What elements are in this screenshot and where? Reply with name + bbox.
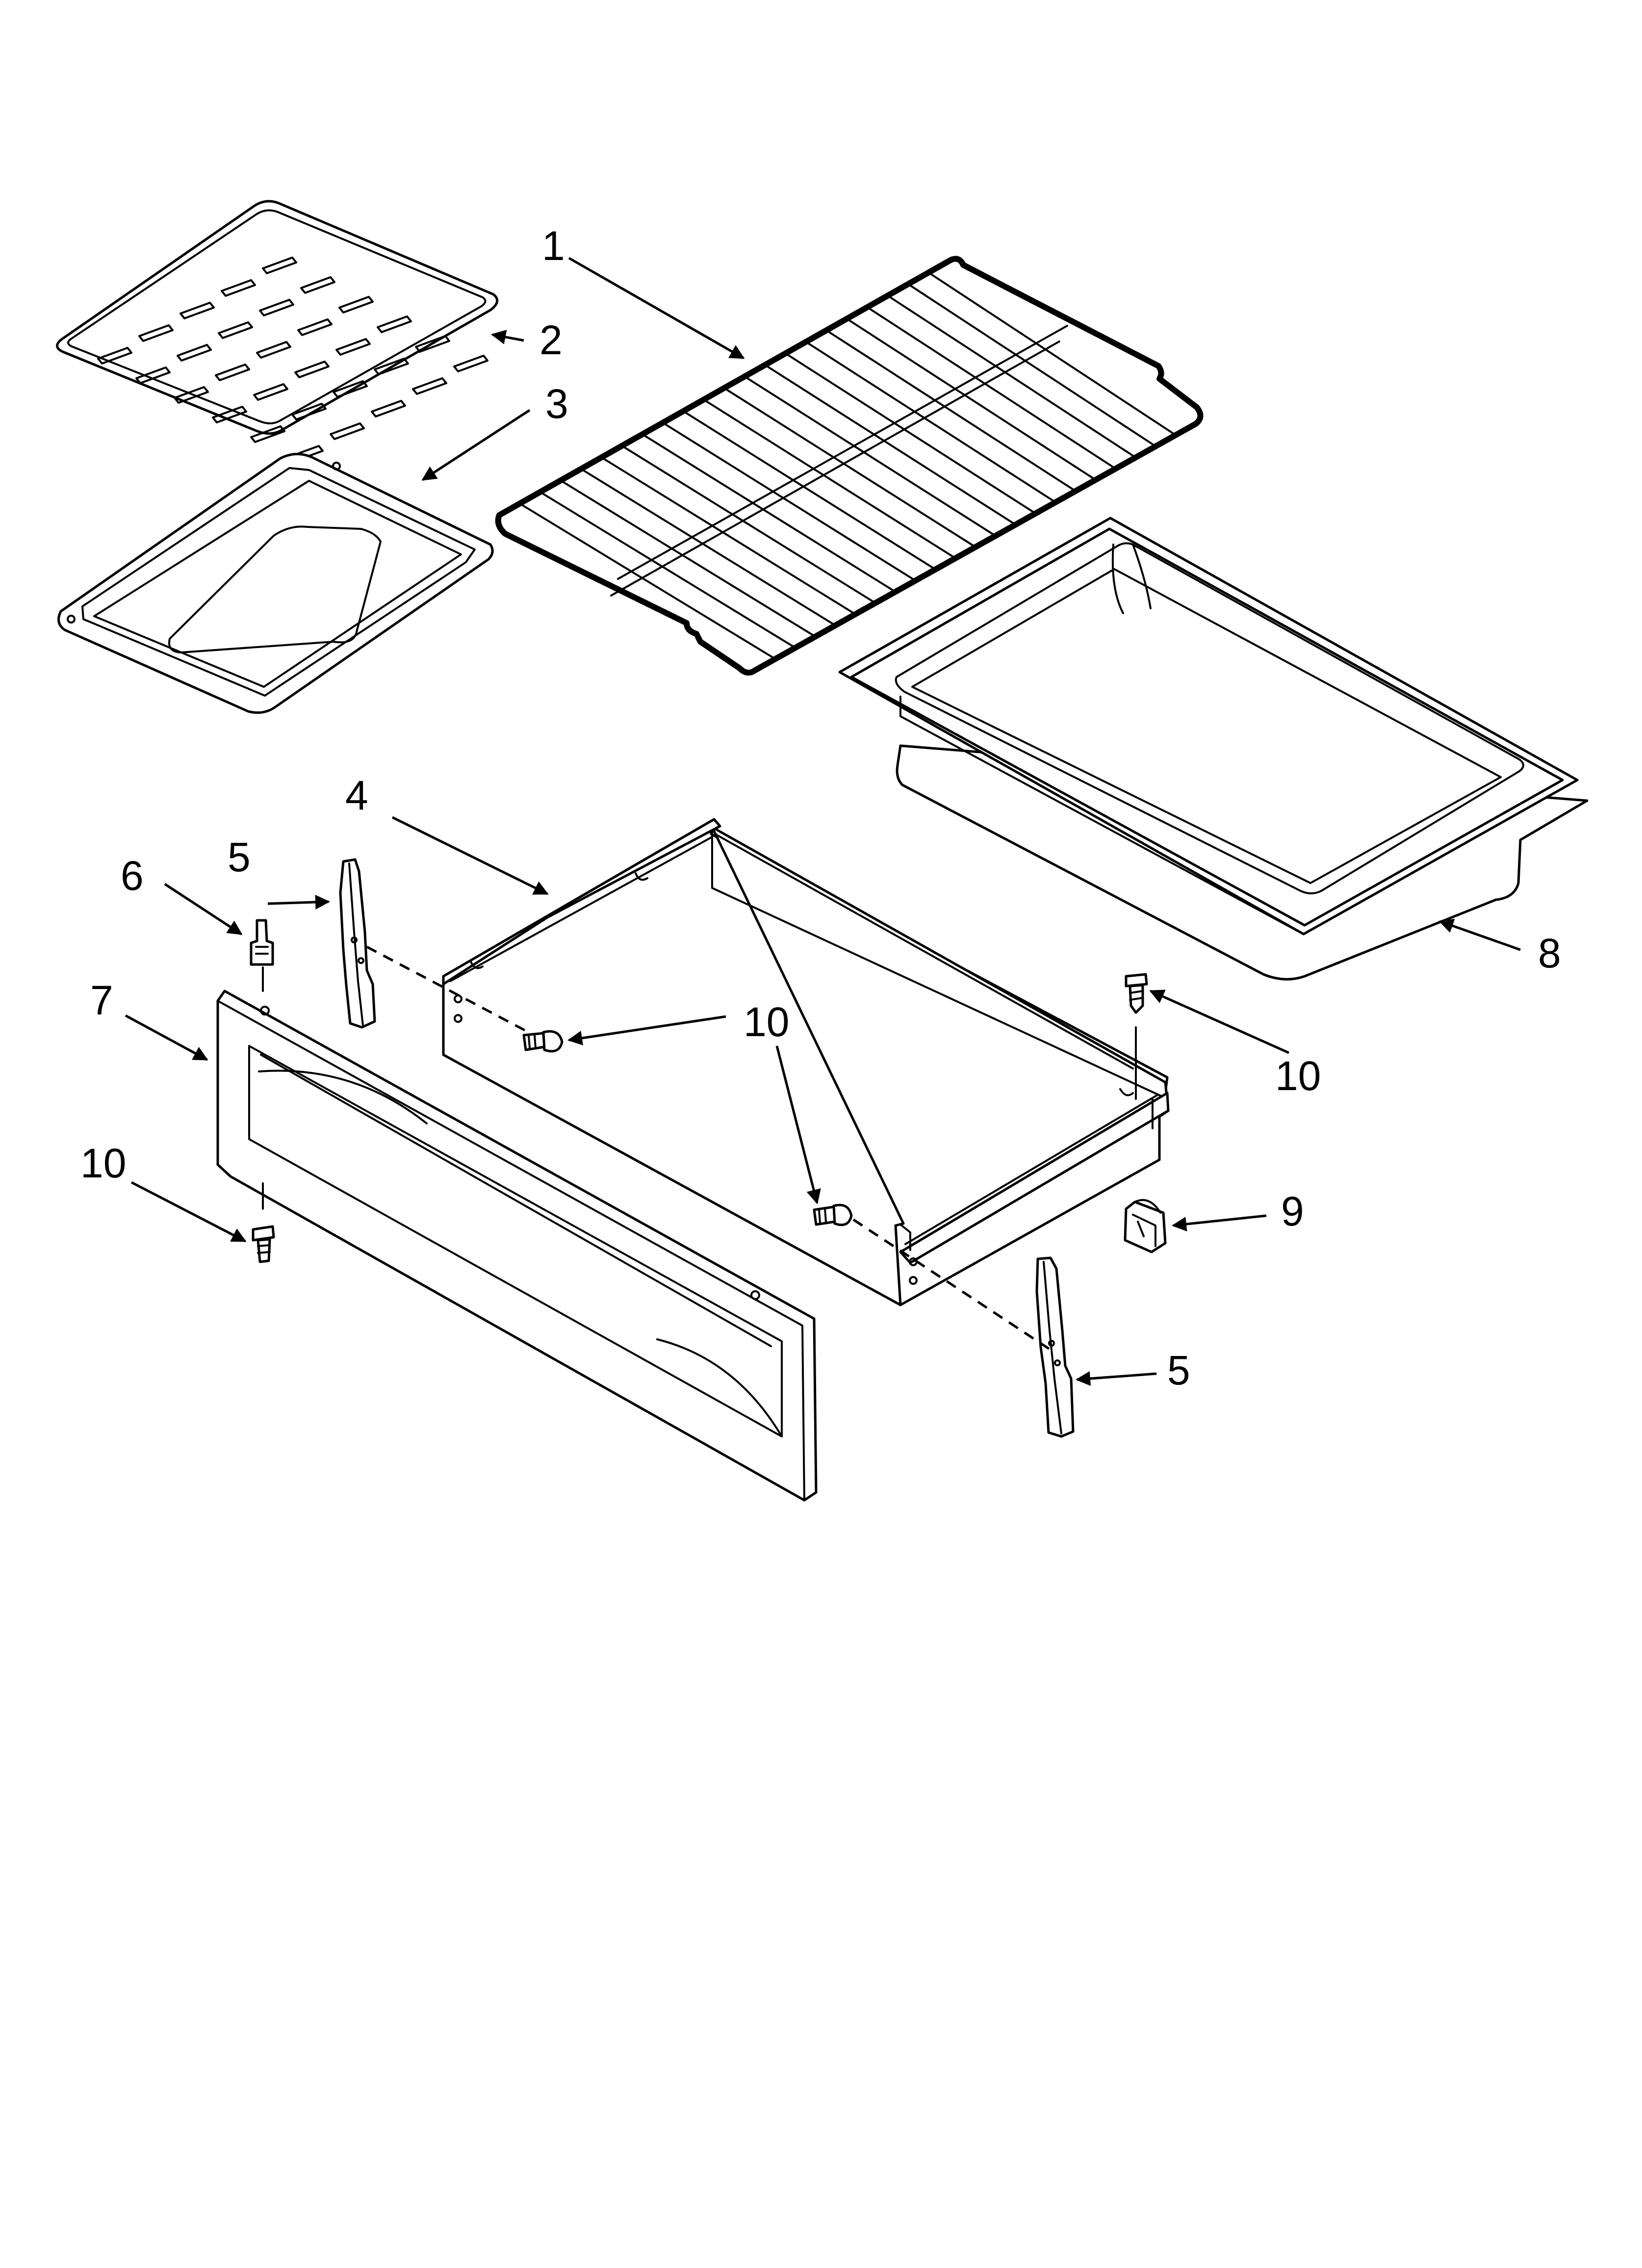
- grid-slot: [177, 344, 212, 362]
- rack-wire: [539, 491, 796, 649]
- rack-wire: [927, 271, 1177, 436]
- rack-wire: [662, 421, 917, 582]
- callout-7: 7: [90, 977, 113, 1023]
- grid-slot: [333, 380, 368, 398]
- rack-wire: [621, 444, 876, 604]
- grid-slot: [330, 422, 365, 440]
- broiler-grid-part: [56, 200, 499, 463]
- grid-slot: [97, 347, 132, 365]
- grid-slot: [294, 361, 330, 378]
- callout-9: 9: [1281, 1188, 1304, 1234]
- callout-3: 3: [545, 381, 568, 427]
- grid-slot: [262, 257, 297, 274]
- screw-part-drawer-right: [813, 1203, 853, 1226]
- rack-wire: [560, 479, 817, 638]
- callout-5-upper: 5: [228, 834, 251, 880]
- stud-part: [250, 919, 274, 992]
- grid-slot: [415, 335, 450, 353]
- grid-slot: [174, 386, 209, 404]
- grid-slot: [371, 400, 406, 417]
- callout-5-lower: 5: [1167, 1347, 1190, 1393]
- callout-10-drawer: 10: [744, 999, 789, 1045]
- callout-2: 2: [539, 317, 563, 363]
- rack-wire: [702, 398, 957, 559]
- grid-slot: [453, 355, 488, 372]
- callout-1: 1: [542, 223, 565, 269]
- screw-part-clip: [1125, 973, 1148, 1100]
- grid-slot: [374, 358, 409, 375]
- grid-slot: [215, 364, 250, 381]
- rack-wire: [641, 433, 897, 593]
- grid-slot: [253, 383, 288, 401]
- rack-wire: [764, 364, 1017, 526]
- drawer-liner-part: [838, 517, 1589, 981]
- callout-6: 6: [121, 853, 144, 899]
- callout-8: 8: [1538, 930, 1561, 976]
- screw-part-drawer-left: [522, 1030, 564, 1053]
- grid-slot: [218, 321, 253, 339]
- rack-wire: [907, 283, 1157, 447]
- grid-slot: [250, 425, 285, 443]
- rack-wire: [600, 456, 857, 615]
- clip-part: [1124, 1199, 1167, 1253]
- rack-wire: [886, 294, 1137, 459]
- grid-slot: [212, 406, 247, 423]
- grid-slot: [300, 276, 335, 294]
- grid-slot: [377, 315, 412, 333]
- grid-slot: [338, 296, 374, 313]
- drawer-front-part: [216, 990, 818, 1502]
- rack-wire: [866, 306, 1117, 470]
- grid-slot: [412, 377, 447, 395]
- callout-4: 4: [345, 772, 368, 818]
- rack-wire: [518, 502, 776, 660]
- rack-wire: [682, 410, 937, 571]
- oven-rack-part: [495, 256, 1204, 676]
- rack-wire: [784, 352, 1037, 515]
- leader-lines: [125, 257, 1521, 1386]
- rack-wire: [744, 375, 997, 537]
- grid-slot: [297, 318, 333, 336]
- rack-wire: [825, 329, 1077, 492]
- grid-slot: [256, 341, 291, 359]
- broiler-pan-part: [57, 452, 494, 714]
- grid-slot: [259, 299, 294, 316]
- grid-slot: [138, 324, 174, 342]
- callout-10-clip: 10: [1275, 1053, 1321, 1099]
- slide-bracket-part-left: [339, 858, 376, 1029]
- callout-labels: 1 2 3 4 5 6 7 10 10 10 8 9 5: [80, 223, 1561, 1393]
- rack-wire: [580, 468, 837, 626]
- slide-bracket-part-right: [1035, 1256, 1075, 1438]
- drawer-body-part: [442, 818, 1170, 1306]
- callout-10-front: 10: [80, 1140, 126, 1186]
- screw-part-front: [252, 1182, 275, 1263]
- grid-slot: [335, 338, 371, 356]
- grid-slot: [291, 403, 327, 420]
- rack-wire: [846, 317, 1097, 481]
- rack-wire: [805, 340, 1057, 503]
- rack-wire: [723, 387, 976, 548]
- grid-slot: [221, 279, 256, 297]
- grid-slot: [135, 366, 171, 384]
- alignment-line-right: [852, 1218, 1051, 1351]
- grid-slot: [180, 302, 215, 319]
